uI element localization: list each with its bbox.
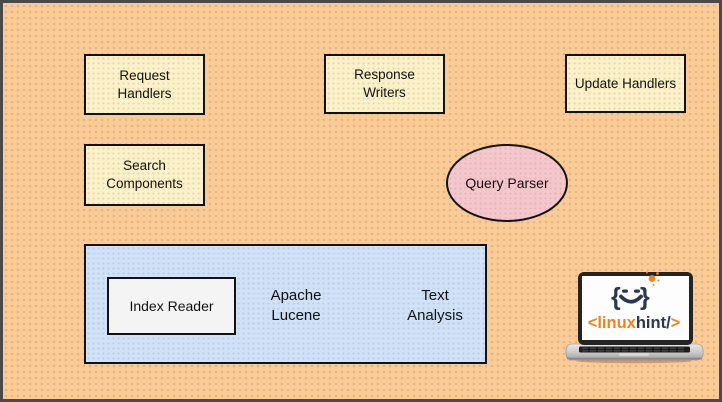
linuxhint-logo-face-icon: { } bbox=[611, 271, 660, 311]
linuxhint-laptop: { } <linuxhint/> bbox=[565, 271, 704, 364]
logo-seg-close: > bbox=[671, 314, 681, 332]
node-request-handlers-label: Request Handlers bbox=[117, 67, 172, 101]
node-response-writers-label: Response Writers bbox=[354, 67, 415, 100]
node-index-reader: Index Reader bbox=[107, 277, 236, 335]
node-index-reader-label: Index Reader bbox=[129, 297, 214, 314]
node-search-components: Search Components bbox=[84, 144, 205, 206]
label-text-analysis: Text Analysis bbox=[380, 277, 490, 335]
laptop-screen bbox=[582, 276, 689, 340]
laptop-base-edge bbox=[567, 357, 702, 360]
label-apache-lucene: Apache Lucene bbox=[241, 277, 351, 335]
laptop-keys bbox=[582, 347, 684, 352]
logo-splash-icon bbox=[646, 271, 660, 286]
label-text-analysis-text: Text Analysis bbox=[407, 286, 463, 324]
linuxhint-logo-text: <linuxhint/> bbox=[588, 314, 681, 332]
logo-brace-right: } bbox=[640, 283, 650, 311]
node-search-components-label: Search Components bbox=[106, 158, 183, 191]
laptop-keyboard bbox=[579, 346, 690, 353]
label-apache-lucene-text: Apache Lucene bbox=[270, 286, 322, 324]
node-response-writers: Response Writers bbox=[324, 54, 445, 114]
node-request-handlers: Request Handlers bbox=[84, 54, 205, 115]
laptop-notch bbox=[619, 352, 649, 356]
logo-seg-open-linux: <linux bbox=[588, 314, 637, 332]
node-update-handlers: Update Handlers bbox=[565, 54, 686, 113]
logo-seg-hint: hint bbox=[636, 314, 667, 332]
node-update-handlers-label: Update Handlers bbox=[574, 75, 677, 91]
group-apache-lucene: Index Reader Apache Lucene Text Analysis bbox=[84, 244, 487, 364]
node-query-parser: Query Parser bbox=[446, 144, 568, 222]
logo-brace-left: { bbox=[611, 283, 621, 311]
logo-seg-slash: / bbox=[666, 314, 671, 332]
node-query-parser-label: Query Parser bbox=[465, 174, 549, 191]
